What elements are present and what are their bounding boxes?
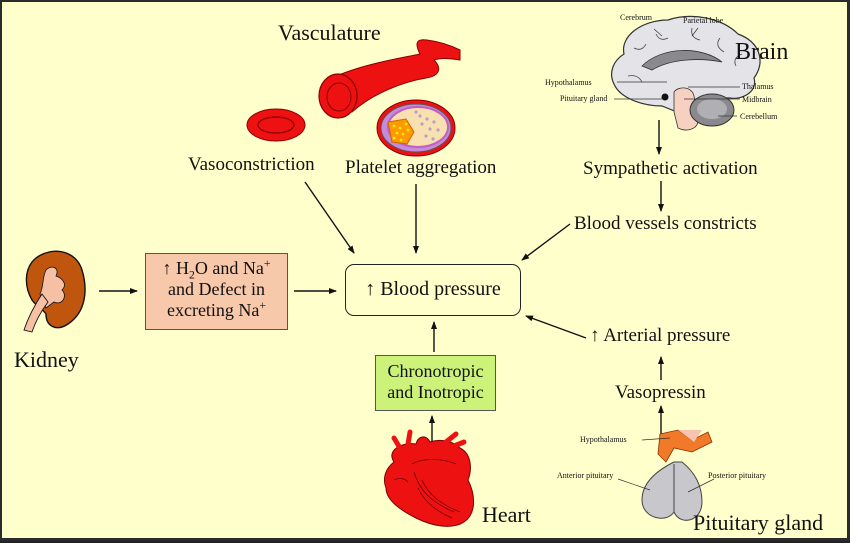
heart-icon <box>383 429 474 527</box>
pituitary-gland-icon <box>641 429 713 521</box>
up-arrow-symbol: ↑ <box>365 278 376 300</box>
pituitary-gland-title: Pituitary gland <box>693 510 824 535</box>
pituitary-hypothalamus-label: Hypothalamus <box>580 435 627 444</box>
cerebrum-label: Cerebrum <box>620 13 652 22</box>
posterior-pituitary-label: Posterior pituitary <box>708 471 766 480</box>
arterial-pressure-label: ↑ Arterial pressure <box>590 325 731 346</box>
renal-box-line-1: ↑ H2O and Na+ <box>162 257 271 282</box>
thalamus-label: Thalamus <box>742 82 774 91</box>
heart-box-line-1: Chronotropic <box>387 361 484 381</box>
red-blood-cell-icon <box>246 108 306 142</box>
brain-title: Brain <box>735 39 789 65</box>
kidney-title: Kidney <box>14 347 79 372</box>
vasopressin-label: Vasopressin <box>615 382 706 403</box>
kidney-icon <box>23 250 86 333</box>
brain-icon <box>611 15 761 131</box>
midbrain-label: Midbrain <box>742 95 772 104</box>
sympathetic-activation-label: Sympathetic activation <box>583 158 758 179</box>
chronotropic-inotropic-box: Chronotropic and Inotropic <box>375 355 496 411</box>
renal-sodium-box: ↑ H2O and Na+ and Defect in excreting Na… <box>145 253 288 330</box>
heart-box-line-2: and Inotropic <box>387 382 484 402</box>
blood-vessel-icon <box>318 39 461 119</box>
parietal-lobe-label: Parietal lobe <box>683 16 724 25</box>
brain-leader-lines <box>614 27 740 117</box>
arrow-arterial-to-bp <box>525 315 587 339</box>
blood-pressure-label: Blood pressure <box>380 278 501 300</box>
renal-box-line-3: excreting Na+ <box>166 299 267 320</box>
cerebellum-label: Cerebellum <box>740 112 778 121</box>
pituitary-gland-label: Pituitary gland <box>560 94 608 103</box>
vasculature-title: Vasculature <box>278 20 381 45</box>
blood-pressure-box: ↑ Blood pressure <box>345 264 521 316</box>
arrow-vessels-to-bp <box>521 223 571 261</box>
pituitary-leader-lines <box>617 437 715 493</box>
vasoconstriction-label: Vasoconstriction <box>188 154 315 175</box>
blood-vessels-constricts-label: Blood vessels constricts <box>574 213 757 234</box>
heart-title: Heart <box>482 502 531 527</box>
platelet-aggregation-label: Platelet aggregation <box>345 157 497 178</box>
arrow-vasoconstriction-to-bp <box>304 181 355 254</box>
hypothalamus-label: Hypothalamus <box>545 78 592 87</box>
platelet-aggregation-icon <box>376 99 456 157</box>
anterior-pituitary-label: Anterior pituitary <box>557 471 614 480</box>
renal-box-line-2: and Defect in <box>168 279 265 299</box>
